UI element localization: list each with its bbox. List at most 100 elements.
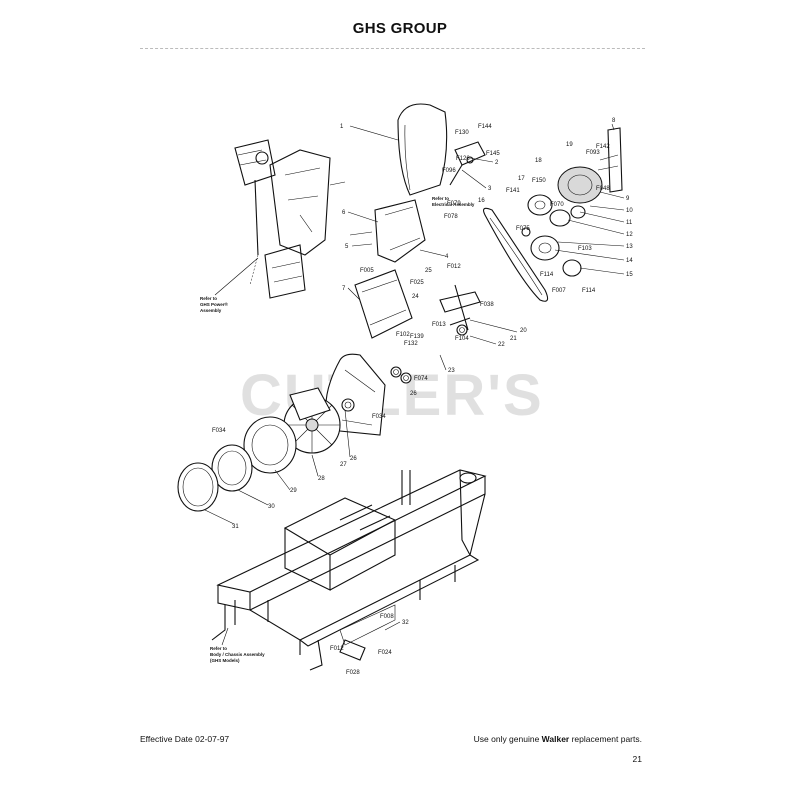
notice-prefix: Use only genuine xyxy=(473,734,542,744)
callout-label: 21 xyxy=(510,336,517,342)
header-rule xyxy=(140,48,645,49)
callout-label: 6 xyxy=(342,210,346,216)
callout-label: 1 xyxy=(340,124,344,130)
callout-label: 14 xyxy=(626,258,633,264)
callout-label: F142 xyxy=(596,144,610,150)
callout-label: 19 xyxy=(566,142,573,148)
callout-label: F034 xyxy=(212,428,226,434)
callout-label: F132 xyxy=(404,341,418,347)
callout-label: F013 xyxy=(432,322,446,328)
blower-housing xyxy=(325,353,386,436)
callout-label: 15 xyxy=(626,272,633,278)
notice-brand: Walker xyxy=(541,734,570,744)
parts-notice: Use only genuine Walker replacement part… xyxy=(474,734,642,744)
callout-label: 24 xyxy=(412,294,419,300)
callout-label: F024 xyxy=(378,650,392,656)
idler-arm xyxy=(439,284,481,331)
electrical-note-line1: Refer to xyxy=(432,196,449,201)
callout-labels: 1 2 3 4 5 6 7 8 9 10 11 12 13 14 15 16 1… xyxy=(212,118,633,676)
bearings xyxy=(341,324,468,412)
callout-label: F012 xyxy=(330,646,344,652)
reference-notes: Refer to GHS Power® Assembly Refer to El… xyxy=(200,196,475,663)
callout-label: 11 xyxy=(626,220,633,226)
callout-label: F078 xyxy=(444,214,458,220)
callout-label: F034 xyxy=(372,414,386,420)
body-chassis-note-line3: (GHS Models) xyxy=(210,658,240,663)
callout-label: 9 xyxy=(626,196,630,202)
page-title: GHS GROUP xyxy=(352,20,448,37)
callout-label: 25 xyxy=(425,268,432,274)
callout-label: F150 xyxy=(532,178,546,184)
chute-adapter xyxy=(349,199,426,263)
leader-lines xyxy=(204,123,625,631)
callout-label: 16 xyxy=(478,198,485,204)
callout-label: F126 xyxy=(456,156,470,162)
callout-label: F130 xyxy=(455,130,469,136)
callout-label: 7 xyxy=(342,286,346,292)
callout-label: F093 xyxy=(586,150,600,156)
callout-label: 23 xyxy=(448,368,455,374)
callout-label: 20 xyxy=(520,328,527,334)
callout-label: 12 xyxy=(626,232,633,238)
drive-belt xyxy=(483,207,549,302)
callout-label: 29 xyxy=(290,488,297,494)
power-assembly-note-line1: Refer to xyxy=(200,296,217,301)
callout-label: F103 xyxy=(578,246,592,252)
callout-label: F070 xyxy=(550,202,564,208)
callout-label: F012 xyxy=(447,264,461,270)
callout-label: F008 xyxy=(380,614,394,620)
callout-label: 30 xyxy=(268,504,275,510)
callout-label: 26 xyxy=(410,391,417,397)
callout-label: 4 xyxy=(445,254,449,260)
body-chassis-note-line2: Body / Chassis Assembly xyxy=(210,652,265,657)
callout-label: 18 xyxy=(535,158,542,164)
callout-label: F005 xyxy=(360,268,374,274)
callout-label: F141 xyxy=(506,188,520,194)
callout-label: 17 xyxy=(518,176,525,182)
notice-suffix: replacement parts. xyxy=(569,734,642,744)
page-number: 21 xyxy=(632,754,642,764)
blower-frame xyxy=(211,469,487,671)
callout-label: F038 xyxy=(480,302,494,308)
callout-label: 28 xyxy=(318,476,325,482)
body-chassis-note-line1: Refer to xyxy=(210,646,227,651)
callout-label: F079 xyxy=(447,201,461,207)
electrical-note-line2: Electrical Assembly xyxy=(432,202,475,207)
callout-label: F075 xyxy=(516,226,530,232)
callout-label: 10 xyxy=(626,208,633,214)
callout-label: 3 xyxy=(488,186,492,192)
callout-label: 26 xyxy=(350,456,357,462)
chute-control-bracket xyxy=(449,141,486,186)
callout-label: F114 xyxy=(582,288,596,294)
inlet-rings xyxy=(177,416,297,512)
impeller-fan xyxy=(283,387,341,454)
callout-label: F025 xyxy=(410,280,424,286)
callout-label: 13 xyxy=(626,244,633,250)
callout-label: F144 xyxy=(478,124,492,130)
callout-label: F104 xyxy=(455,336,469,342)
callout-label: 2 xyxy=(495,160,499,166)
power-assembly-note-line2: GHS Power® xyxy=(200,301,229,307)
discharge-chute xyxy=(397,103,448,196)
callout-label: F096 xyxy=(442,168,456,174)
callout-label: F007 xyxy=(552,288,566,294)
chute-lower-section xyxy=(354,269,413,339)
callout-label: F114 xyxy=(540,272,554,278)
power-assembly-note-line3: Assembly xyxy=(200,308,222,313)
effective-date: Effective Date 02-07-97 xyxy=(140,734,230,744)
callout-label: F139 xyxy=(410,334,424,340)
callout-label: F102 xyxy=(396,332,410,338)
callout-label: F028 xyxy=(346,670,360,676)
callout-label: 8 xyxy=(612,118,616,124)
callout-label: 27 xyxy=(340,462,347,468)
callout-label: F074 xyxy=(414,376,428,382)
callout-label: 5 xyxy=(345,244,349,250)
pulleys-and-clutch xyxy=(521,127,623,277)
callout-label: 31 xyxy=(232,524,239,530)
callout-label: 22 xyxy=(498,342,505,348)
callout-label: F048 xyxy=(596,186,610,192)
callout-label: 32 xyxy=(402,620,409,626)
power-assembly-reference xyxy=(234,139,346,299)
callout-label: F145 xyxy=(486,151,500,157)
